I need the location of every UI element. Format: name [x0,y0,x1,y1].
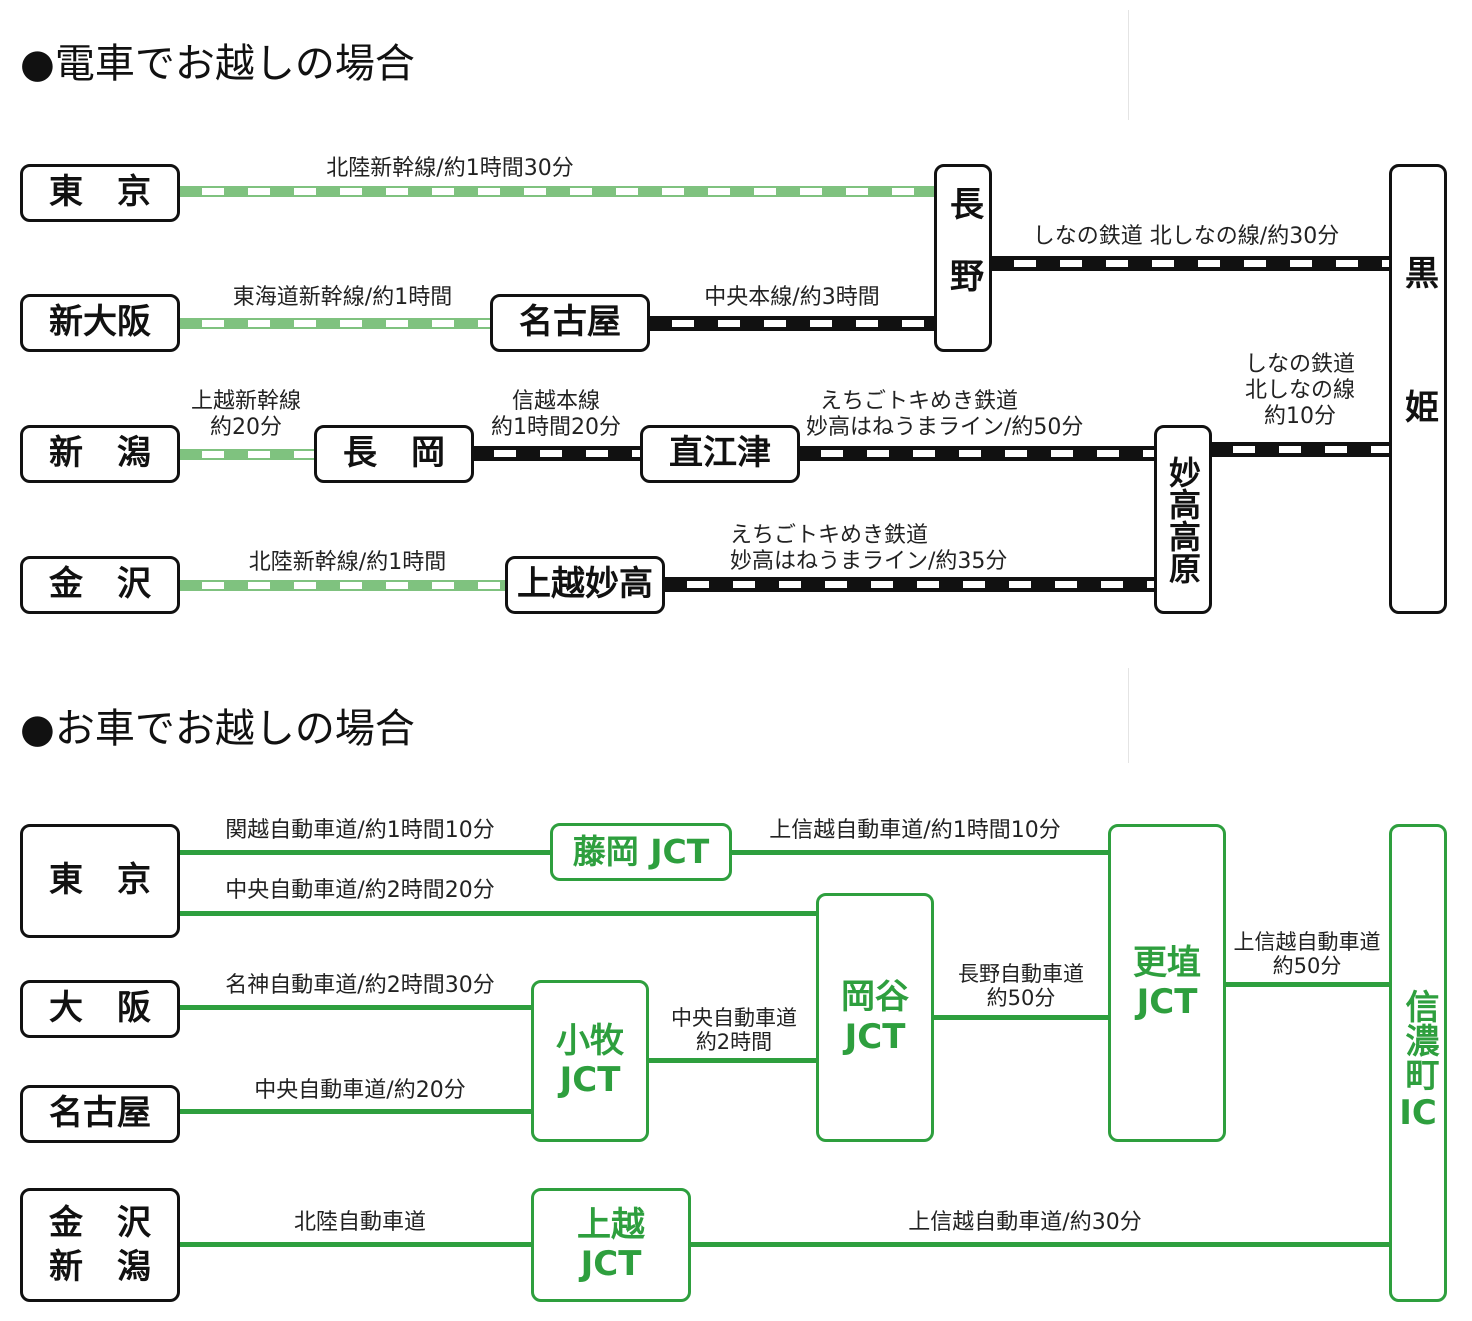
origin-kanazawa: 金 沢 [49,1202,151,1243]
route-label-line: 約10分 [1264,404,1336,429]
route-label-koshoku-ic: 上信越自動車道 約50分 [1226,930,1388,978]
route-label-line: 長野自動車道 [958,962,1084,986]
rail-joetsu-myoko [663,577,1157,592]
station-nagano: 長野 [934,164,992,352]
route-label-niigata-nagaoka: 上越新幹線 約20分 [175,389,317,441]
jct-fujioka: 藤岡 JCT [550,823,732,881]
route-label-line: 中央自動車道 [671,1006,797,1030]
station-nagoya: 名古屋 [490,294,650,352]
ic-suffix: IC [1399,1093,1437,1134]
route-label-line: えちごトキめき鉄道 [820,389,1019,414]
origin-niigata: 新 潟 [49,1247,151,1287]
route-label-kanazawa-joetsu: 北陸自動車道 [293,1210,426,1235]
route-label-shinosaka-nagoya: 東海道新幹線/約1時間 [232,285,453,310]
route-label-nagoya-nagano: 中央本線/約3時間 [704,285,880,310]
route-label-line: 信越本線 [511,389,600,414]
route-label-fujioka-koshoku: 上信越自動車道/約1時間10分 [769,818,1061,843]
route-label-line: えちごトキめき鉄道 [730,523,929,548]
station-joetsu-myoko: 上越妙高 [505,556,665,614]
rail-naoetsu-myoko [797,446,1157,461]
road-okaya-koshoku [932,1015,1110,1020]
train-section-title: ●電車でお越しの場合 [20,41,415,87]
origin-nagoya: 名古屋 [20,1085,180,1143]
route-label-osaka-komaki: 名神自動車道/約2時間30分 [225,973,495,998]
jct-suffix: JCT [580,1244,642,1284]
rail-niigata-nagaoka [178,449,316,460]
rail-myoko-kurohime [1209,442,1392,457]
route-label-naoetsu-myoko: えちごトキめき鉄道 妙高はねうまライン/約50分 [806,389,1150,441]
route-label-tokyo-okaya: 中央自動車道/約2時間20分 [225,878,495,903]
rail-kanazawa-joetsu [178,580,508,591]
rail-nagaoka-naoetsu [470,446,642,461]
origin-kanazawa-niigata: 金 沢 新 潟 [20,1188,180,1302]
jct-joetsu: 上越 JCT [531,1188,691,1302]
station-myoko-kogen: 妙高高原 [1154,425,1212,614]
road-joetsu-ic [689,1242,1391,1247]
route-label-myoko-kurohime: しなの鉄道 北しなの線 約10分 [1220,352,1380,430]
route-label-tokyo-fujioka: 関越自動車道/約1時間10分 [225,818,495,843]
route-label-line: しなの鉄道 [1244,352,1355,377]
route-label-line: 約50分 [1272,954,1342,978]
route-label-komaki-okaya: 中央自動車道 約2時間 [650,1006,818,1054]
divider-line [1128,10,1129,120]
station-shin-osaka: 新大阪 [20,294,180,352]
road-nagoya-komaki [178,1109,533,1114]
road-tokyo-fujioka [178,850,553,855]
jct-koshoku: 更埴 JCT [1108,824,1226,1142]
route-label-okaya-koshoku: 長野自動車道 約50分 [938,962,1104,1010]
origin-osaka: 大 阪 [20,980,180,1038]
station-nagaoka: 長 岡 [314,425,474,483]
jct-suffix: JCT [559,1060,621,1100]
route-label-line: 約1時間20分 [491,415,621,440]
route-label-joetsu-myoko: えちごトキめき鉄道 妙高はねうまライン/約35分 [730,523,1070,575]
route-label-line: 北しなの線 [1244,378,1355,403]
ic-name: 信濃町 [1398,989,1439,1092]
origin-tokyo: 東 京 [20,824,180,938]
station-naoetsu: 直江津 [640,425,800,483]
rail-nagoya-nagano [648,316,938,331]
road-komaki-okaya [647,1058,819,1063]
car-section-title: ●お車でお越しの場合 [20,706,415,752]
divider-line [1128,668,1129,763]
route-label-nagaoka-naoetsu: 信越本線 約1時間20分 [472,389,640,441]
road-tokyo-okaya [178,911,818,916]
route-label-nagoya-komaki: 中央自動車道/約20分 [254,1078,466,1103]
station-niigata: 新 潟 [20,425,180,483]
route-label-tokyo-nagano: 北陸新幹線/約1時間30分 [326,156,574,181]
station-tokyo: 東 京 [20,164,180,222]
station-kurohime: 黒姫 [1389,164,1447,614]
jct-komaki: 小牧 JCT [531,980,649,1142]
route-label-line: 約2時間 [695,1030,773,1054]
jct-name: 小牧 [556,1020,624,1061]
road-koshoku-ic [1224,982,1391,987]
road-fujioka-koshoku [730,850,1110,855]
rail-nagano-kurohime [990,256,1392,271]
route-label-joetsu-ic: 上信越自動車道/約30分 [908,1210,1142,1235]
jct-name: 岡谷 [841,977,909,1018]
route-label-line: 上越新幹線 [190,389,301,414]
jct-suffix: JCT [844,1016,906,1057]
rail-tokyo-nagano [178,186,938,197]
route-label-kanazawa-joetsu: 北陸新幹線/約1時間 [248,550,447,575]
route-label-line: 約50分 [986,986,1056,1010]
jct-suffix: JCT [1136,982,1198,1022]
station-kanazawa: 金 沢 [20,556,180,614]
road-osaka-komaki [178,1005,533,1010]
road-kanazawa-joetsu [178,1242,533,1247]
route-label-nagano-kurohime: しなの鉄道 北しなの線/約30分 [1032,224,1340,249]
jct-name: 上越 [577,1204,645,1245]
route-label-line: 妙高はねうまライン/約50分 [806,415,1084,440]
route-label-line: 約20分 [210,415,282,440]
route-label-line: 妙高はねうまライン/約35分 [730,549,1008,574]
rail-shinosaka-nagoya [178,318,493,329]
jct-name: 更埴 [1133,942,1201,983]
route-label-line: 上信越自動車道 [1233,930,1381,954]
jct-okaya: 岡谷 JCT [816,893,934,1142]
ic-shinanomachi: 信濃町 IC [1389,824,1447,1302]
